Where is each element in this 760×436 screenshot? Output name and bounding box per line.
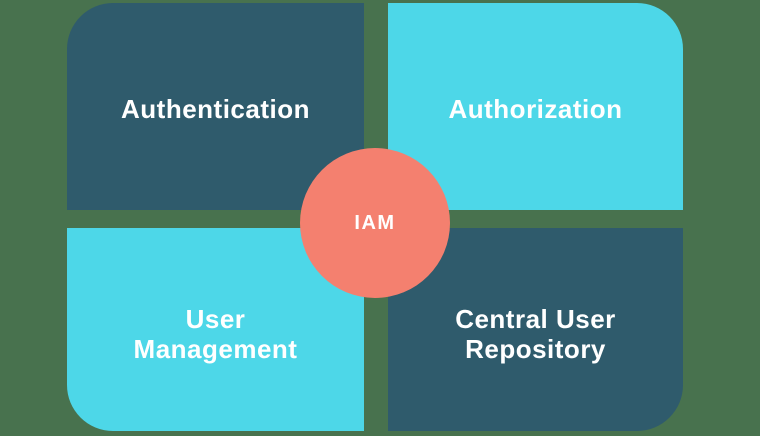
quadrant-central-user-repository-label: Central User Repository bbox=[455, 303, 616, 364]
iam-center-circle: IAM bbox=[300, 148, 450, 298]
iam-center-label: IAM bbox=[354, 211, 396, 234]
quadrant-user-management-label: User Management bbox=[133, 303, 298, 364]
quadrant-authorization-label: Authorization bbox=[448, 94, 623, 124]
quadrant-authentication-label: Authentication bbox=[121, 94, 310, 124]
quadrant-authentication: Authentication bbox=[67, 3, 364, 210]
quadrant-user-management: User Management bbox=[67, 228, 364, 431]
quadrant-authorization: Authorization bbox=[388, 3, 683, 210]
